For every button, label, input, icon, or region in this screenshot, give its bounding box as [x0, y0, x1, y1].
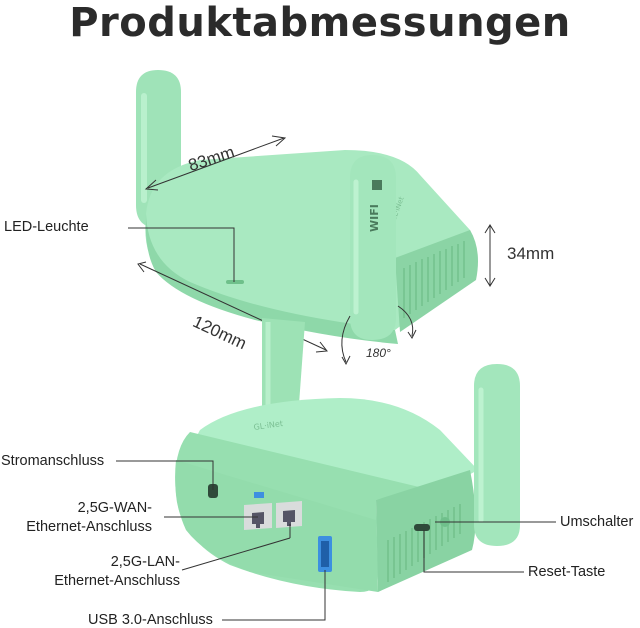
wan-port-label: 2,5G-WAN- Ethernet-Anschluss: [0, 500, 152, 535]
svg-text:GL·iNet: GL·iNet: [253, 419, 283, 432]
power-port-label: Stromanschluss: [1, 453, 105, 469]
right-antenna: WIFI: [350, 155, 396, 340]
lan-label-line1: 2,5G-LAN-: [110, 554, 180, 570]
top-router-body: GL·iNet: [145, 150, 478, 344]
bottom-antenna: [474, 364, 520, 546]
led-label: LED-Leuchte: [4, 219, 89, 235]
reset-button-label: Reset-Taste: [528, 564, 606, 580]
usb-port-label: USB 3.0-Anschluss: [88, 612, 213, 628]
wan-label-line2: Ethernet-Anschluss: [26, 519, 152, 535]
led-indicator: [226, 280, 244, 284]
lan-port-label: 2,5G-LAN- Ethernet-Anschluss: [0, 554, 180, 589]
bottom-router-body: GL·iNet: [175, 398, 478, 592]
switch-label: Umschalter: [560, 514, 634, 530]
antenna-angle: 180°: [366, 346, 391, 360]
wan-label-line1: 2,5G-WAN-: [77, 500, 152, 516]
height-dimension: 34mm: [507, 244, 555, 263]
lan-label-line2: Ethernet-Anschluss: [54, 573, 180, 589]
svg-text:WIFI: WIFI: [368, 204, 381, 232]
rotated-antenna: [262, 318, 305, 418]
width-dimension-line: [147, 137, 285, 189]
switch: [414, 524, 430, 531]
power-port: [208, 484, 218, 498]
page-title: Produktabmessungen: [69, 0, 571, 46]
